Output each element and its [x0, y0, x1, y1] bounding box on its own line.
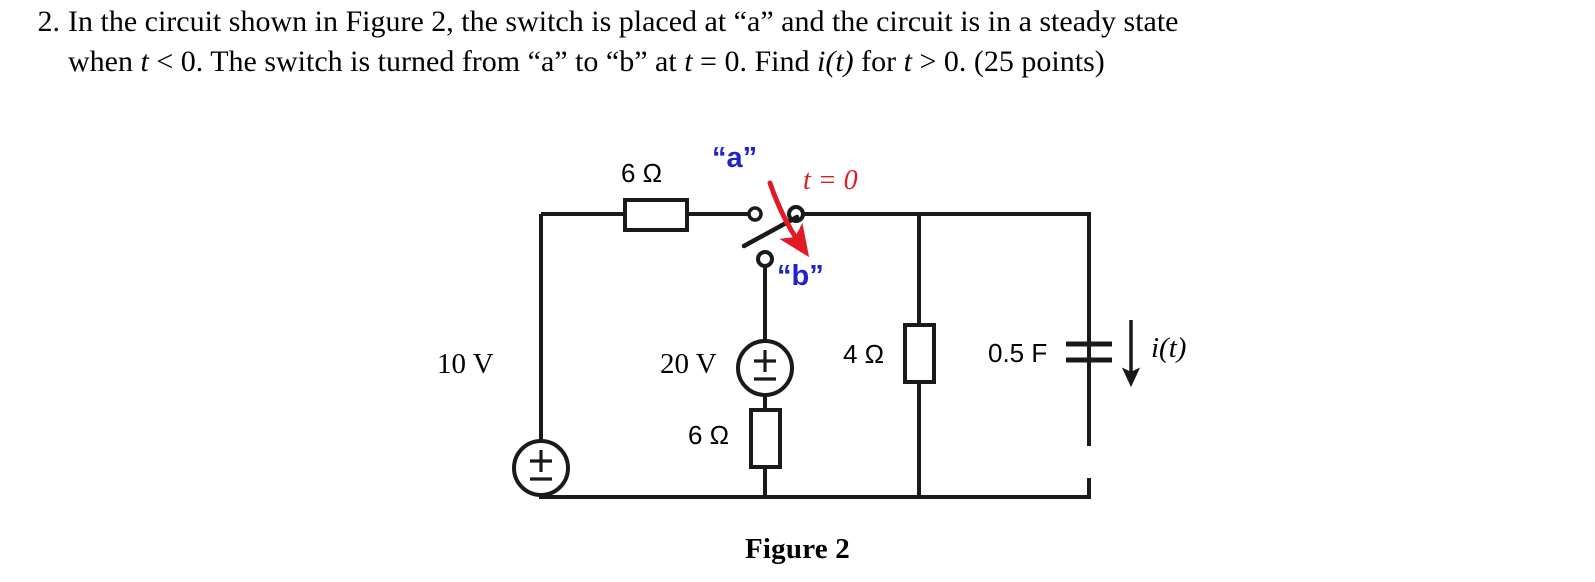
problem-var-t-2: t — [684, 45, 693, 78]
schematic-wires — [539, 212, 1091, 499]
voltage-source-20v-label: 20 V — [660, 348, 717, 380]
resistor-4ohm-symbol — [903, 323, 936, 384]
switch-transition-arrow — [767, 180, 810, 258]
problem-var-i-of-t: i(t) — [817, 45, 854, 78]
plus-minus-icon-10v — [530, 450, 552, 481]
switch-time-label: t = 0 — [803, 165, 858, 196]
switch-label-b: “b” — [777, 260, 824, 292]
problem-line-2-part-c: = 0. Find — [692, 45, 817, 78]
switch-label-a: “a” — [712, 142, 758, 174]
problem-line-1: 2.In the circuit shown in Figure 2, the … — [18, 2, 1588, 42]
problem-number: 2. — [37, 5, 61, 38]
resistor-6ohm-bottom-symbol — [749, 408, 782, 469]
capacitor-symbol — [1066, 341, 1112, 363]
problem-var-t-3: t — [903, 45, 912, 78]
switch-terminal-b[interactable] — [756, 250, 774, 268]
current-label: i(t) — [1151, 332, 1187, 364]
resistor-4ohm-label: 4 Ω — [843, 339, 885, 369]
resistor-6ohm-top-label: 6 Ω — [621, 158, 663, 188]
circuit-schematic-svg — [512, 180, 1141, 499]
resistor-6ohm-top-symbol — [623, 198, 689, 232]
capacitor-label: 0.5 F — [988, 338, 1048, 368]
problem-line-1-text: In the circuit shown in Figure 2, the sw… — [68, 5, 1179, 38]
resistor-6ohm-bottom-label: 6 Ω — [688, 420, 730, 450]
figure-caption: Figure 2 — [745, 533, 850, 565]
problem-line-2-part-b: < 0. The switch is turned from “a” to “b… — [148, 45, 685, 78]
plus-minus-icon-20v — [754, 350, 776, 381]
problem-var-t-1: t — [140, 45, 149, 78]
problem-line-2-part-a: when — [68, 45, 141, 78]
voltage-source-10v-label: 10 V — [437, 348, 494, 380]
problem-line-2-part-d: for — [853, 45, 904, 78]
problem-statement: 2.In the circuit shown in Figure 2, the … — [18, 2, 1588, 82]
problem-line-2-part-e: > 0. (25 points) — [911, 45, 1105, 78]
problem-line-2: when t < 0. The switch is turned from “a… — [18, 42, 1588, 82]
switch-common-terminal[interactable] — [747, 206, 763, 222]
circuit-diagram: 6 Ω “a” t = 0 “b” 10 V 20 V 4 Ω 0.5 F i(… — [0, 120, 1595, 530]
